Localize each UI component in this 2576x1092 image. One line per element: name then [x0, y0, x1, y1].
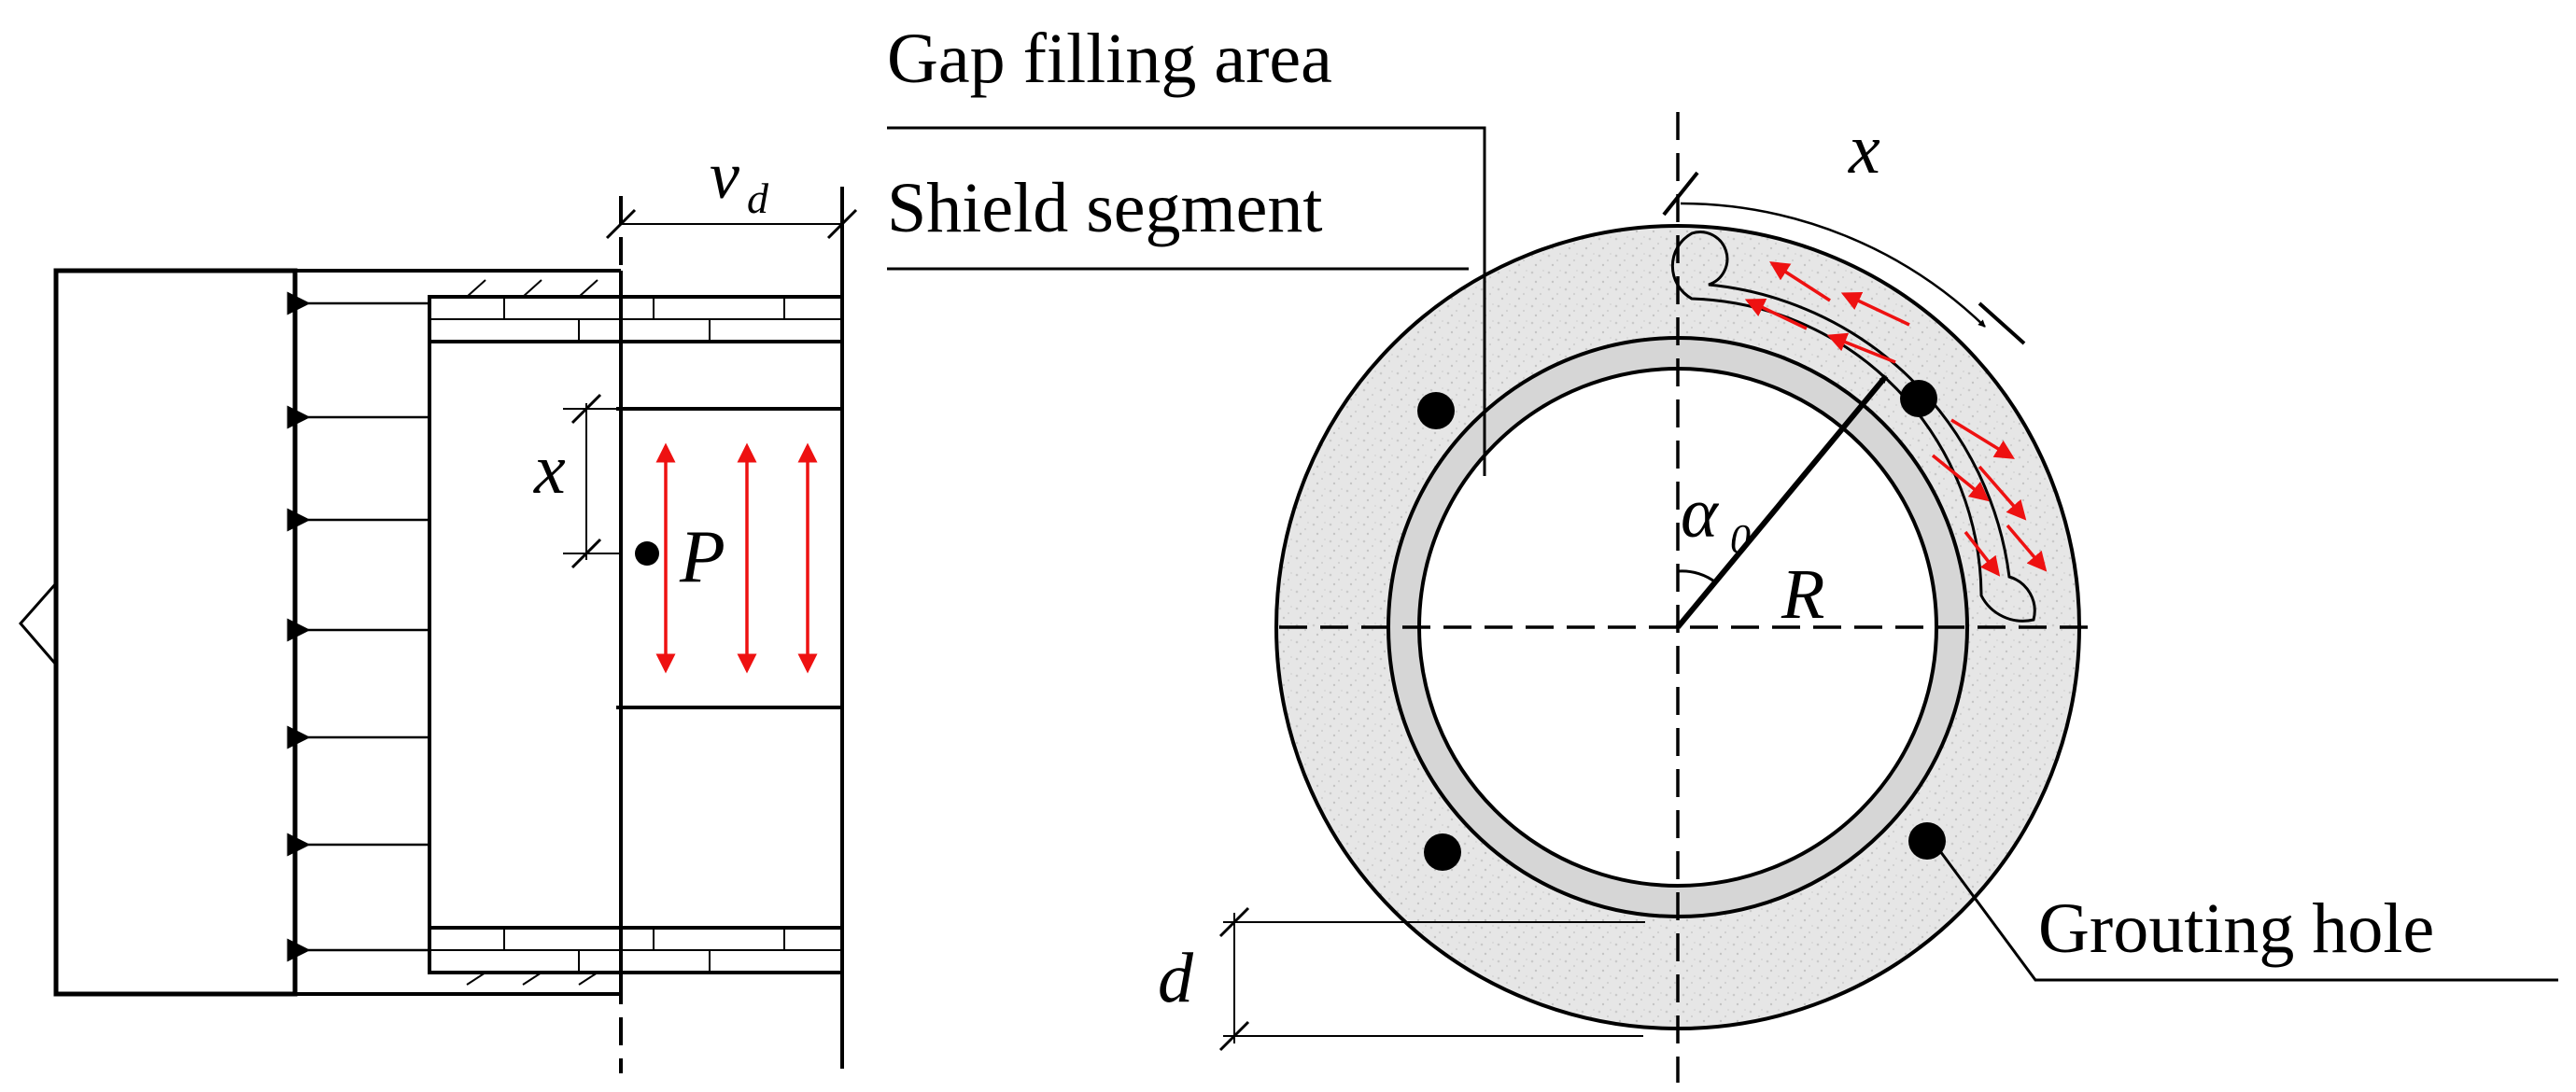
grouting-hole-label: Grouting hole: [2038, 889, 2434, 968]
x-left-label: x: [533, 430, 566, 509]
grouting-hole-dot-icon: [1417, 392, 1455, 429]
leader-lines: [887, 126, 2558, 982]
grout-pressure-arrows: [655, 442, 818, 674]
x-right-label: x: [1848, 110, 1880, 189]
longitudinal-section: [19, 187, 858, 1073]
gap-filling-area-label: Gap filling area: [887, 20, 1332, 98]
grouting-hole-dot-icon: [1908, 822, 1946, 860]
radius-arrow: [1675, 374, 1889, 629]
alpha-subscript-label: 0: [1730, 516, 1751, 562]
p-label: P: [679, 516, 725, 598]
alpha-label: α: [1681, 474, 1720, 553]
shield-nose: [19, 582, 58, 665]
shield-body: [53, 268, 298, 997]
grouting-hole-dot-icon: [1900, 380, 1937, 417]
point-p-dot-icon: [635, 541, 659, 566]
cross-section: [1274, 112, 2091, 1083]
alpha-arc: [1677, 569, 1718, 585]
v-subscript-label: d: [747, 175, 769, 222]
d-label: d: [1158, 939, 1194, 1017]
grouting-hole-dot-icon: [1424, 833, 1461, 871]
d-dimension: [1218, 906, 1645, 1052]
grout-zone: [1670, 231, 2036, 623]
jack-force-arrows: [287, 291, 429, 962]
r-label: R: [1781, 555, 1824, 634]
shield-segment-label: Shield segment: [887, 169, 1323, 247]
v-label: v: [710, 138, 739, 213]
gap-flow-arrows: [1744, 261, 2048, 577]
section-hatching: [466, 279, 598, 986]
